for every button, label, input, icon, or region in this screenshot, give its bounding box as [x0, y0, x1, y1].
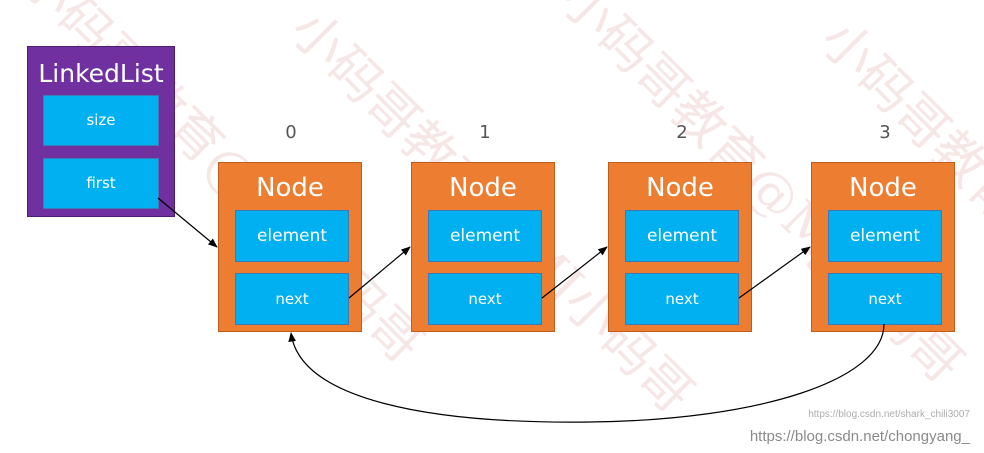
element-field: element [625, 210, 739, 262]
size-field: size [43, 95, 159, 146]
first-field: first [43, 158, 159, 209]
watermark-url: https://blog.csdn.net/chongyang_ [749, 428, 970, 445]
element-field: element [828, 210, 942, 262]
linkedlist-box: LinkedList size first [27, 46, 175, 217]
node-box: Node element next [218, 162, 362, 332]
node-index: 3 [879, 122, 891, 143]
next-field: next [828, 273, 942, 325]
node-index: 2 [676, 122, 688, 143]
node-box: Node element next [411, 162, 555, 332]
node-title: Node [646, 173, 714, 203]
element-field: element [428, 210, 542, 262]
node-index: 0 [285, 122, 297, 143]
next0-to-node1-arrow [348, 246, 411, 299]
linkedlist-title: LinkedList [38, 59, 164, 88]
watermark-url-small: https://blog.csdn.net/shark_chili3007 [808, 409, 970, 420]
next-field: next [428, 273, 542, 325]
element-field: element [235, 210, 349, 262]
node-title: Node [849, 173, 917, 203]
next-field: next [625, 273, 739, 325]
next1-to-node2-arrow [541, 246, 608, 299]
node-index: 1 [479, 122, 491, 143]
next3-to-node0-arrow [288, 323, 885, 423]
first-to-node0-arrow [157, 197, 218, 248]
node-box: Node element next [608, 162, 752, 332]
node-box: Node element next [811, 162, 955, 332]
node-title: Node [256, 173, 324, 203]
next2-to-node3-arrow [738, 246, 811, 299]
next-field: next [235, 273, 349, 325]
node-title: Node [449, 173, 517, 203]
